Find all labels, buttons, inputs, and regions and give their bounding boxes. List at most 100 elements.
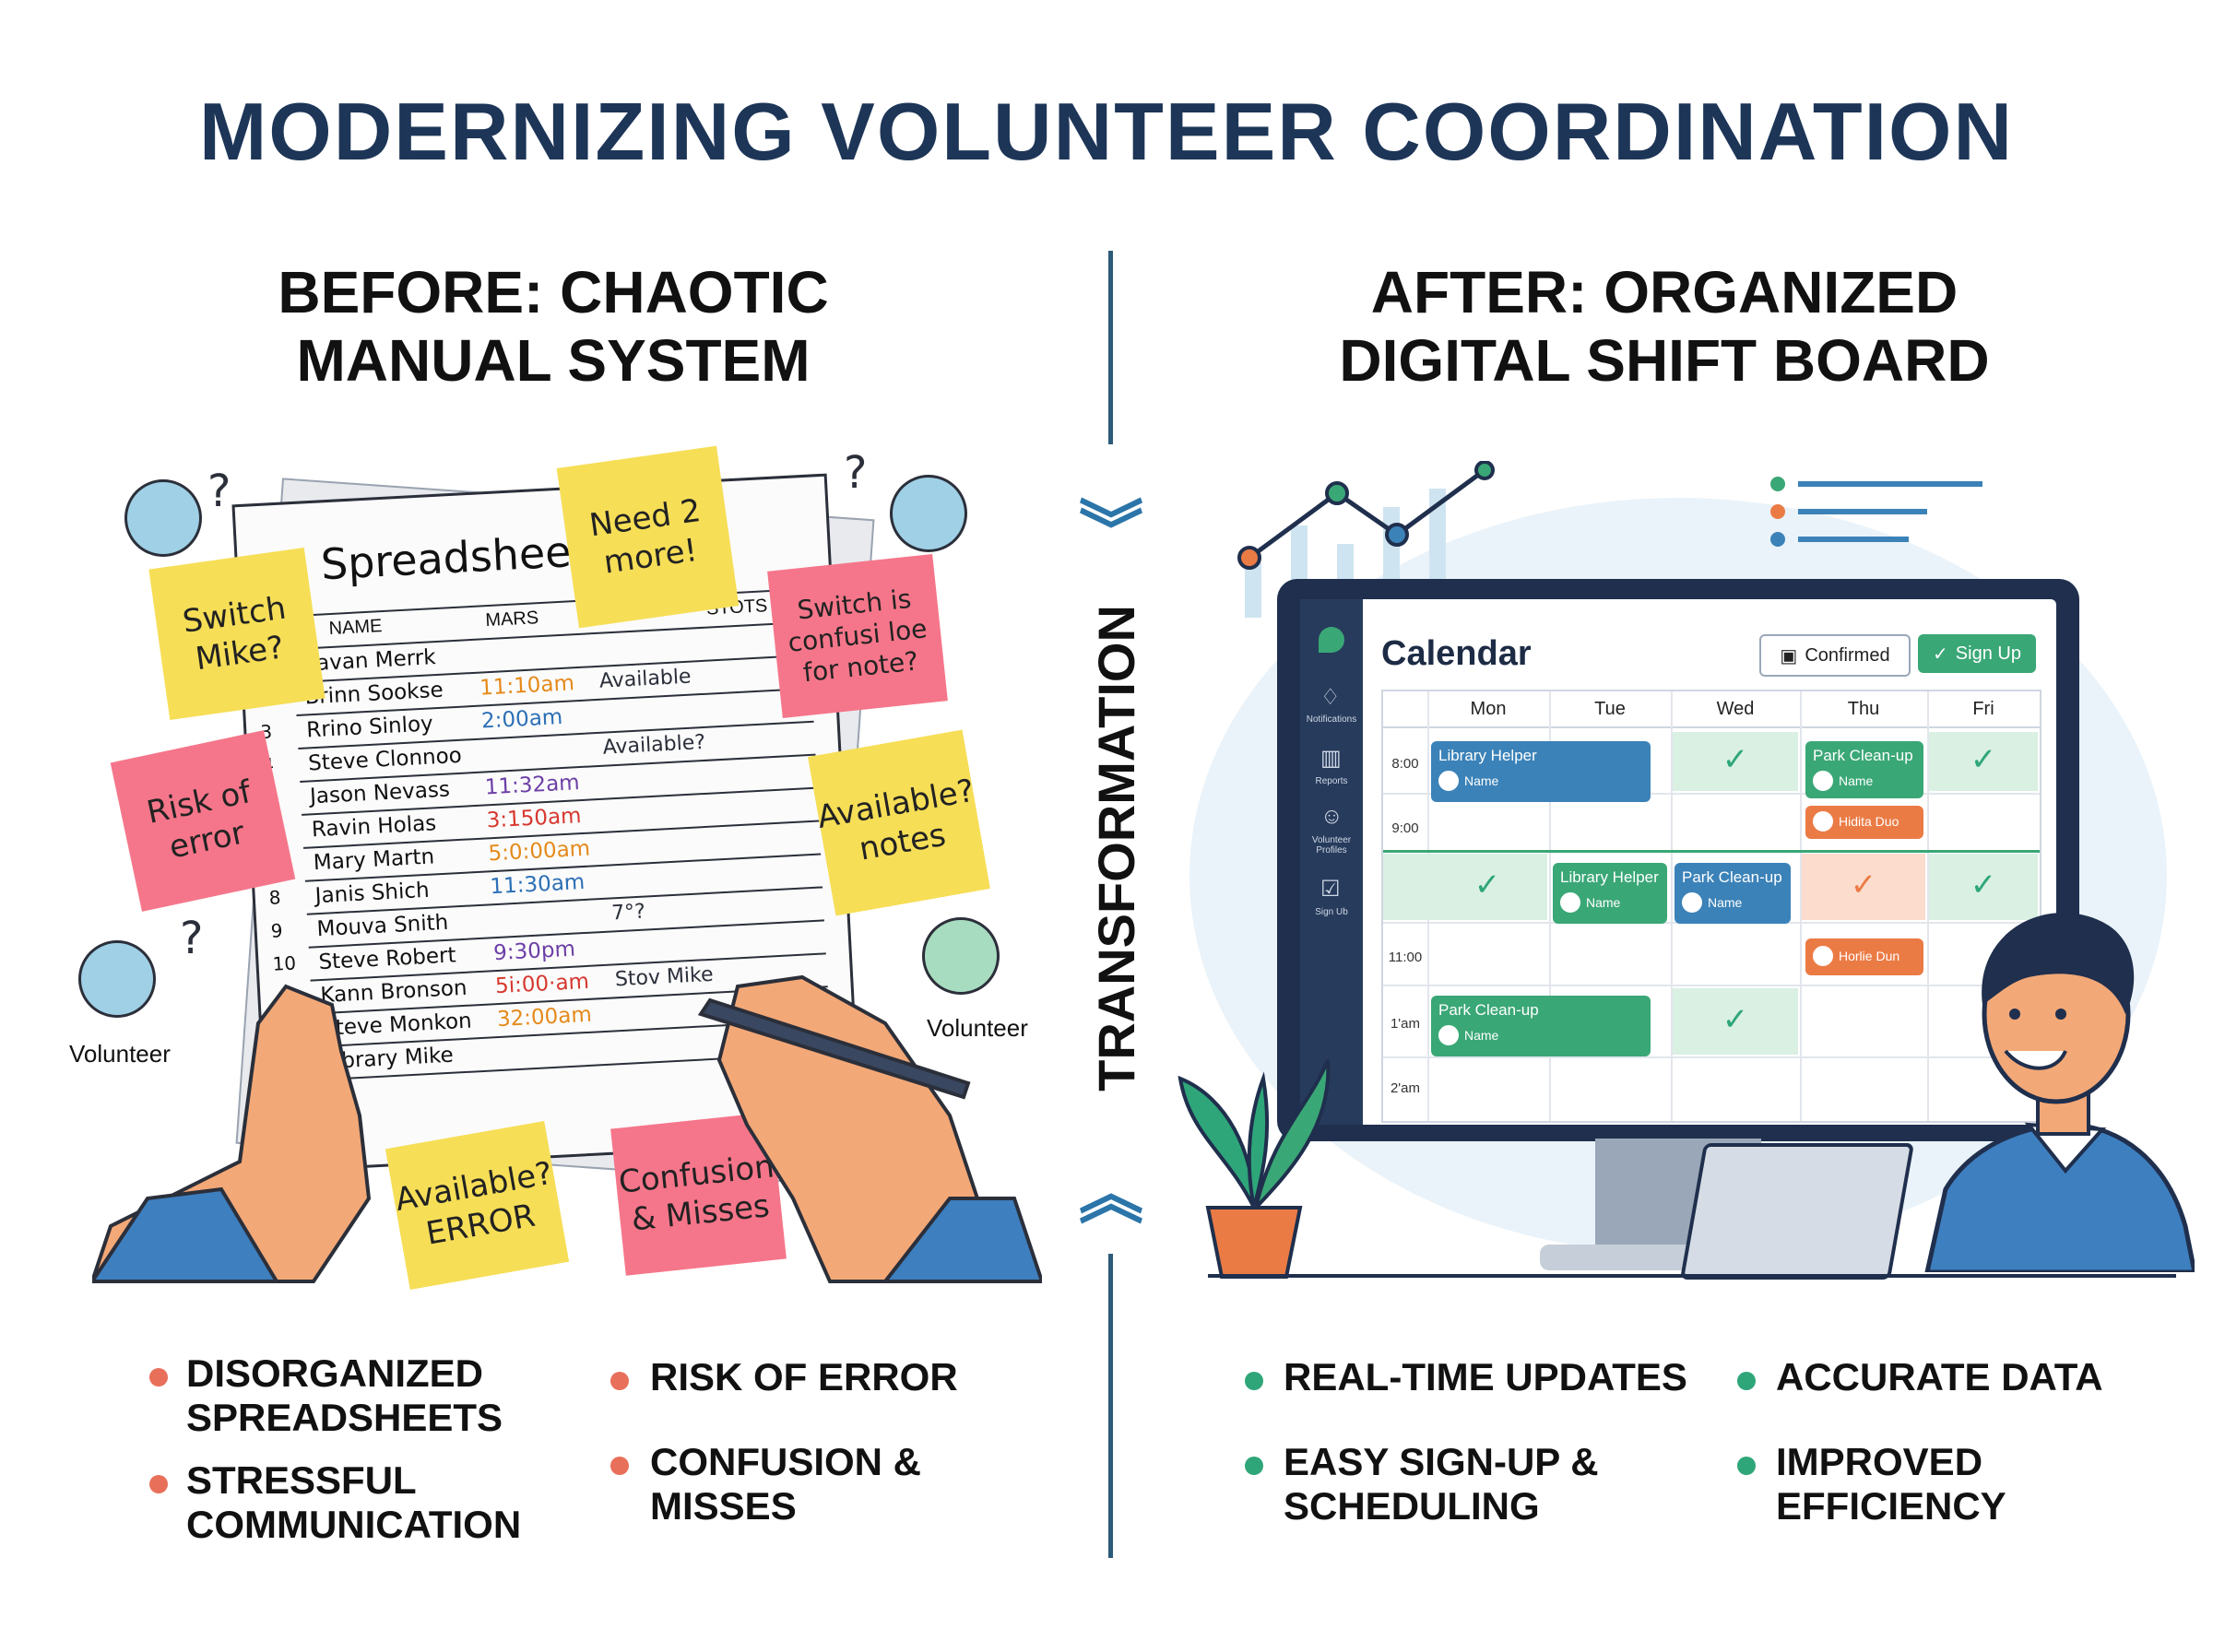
sheet-cell-name: Janis Shich [314, 878, 431, 909]
chevron-down-icon: ︾ [1079, 495, 1143, 567]
happy-user-illustration [1924, 913, 2195, 1272]
day-header-wed: Wed [1671, 691, 1800, 728]
bullet-realtime: REAL-TIME UPDATES [1284, 1355, 1687, 1398]
sheet-column-header: NAME [328, 616, 383, 640]
calendar-grid: Mon Tue Wed Thu Fri 8:00 9:00 11am 11:00… [1381, 690, 2041, 1123]
shift-volunteer: Horlie Dun [1839, 949, 1900, 963]
time-label: 11:00 [1388, 950, 1423, 965]
time-label: 8:00 [1391, 756, 1419, 772]
bullet-dot [149, 1368, 168, 1386]
avatar [1682, 892, 1702, 913]
before-heading: BEFORE: CHAOTIC MANUAL SYSTEM [138, 258, 968, 395]
shift-card[interactable]: Hidita Duo [1805, 806, 1923, 839]
sheet-column-header: MARS [484, 608, 539, 631]
shift-card[interactable]: Horlie Dun [1805, 938, 1923, 975]
pen-icon [697, 997, 971, 1100]
shift-card[interactable]: Park Clean-up Name [1431, 996, 1651, 1056]
day-header-thu: Thu [1800, 691, 1927, 728]
sheet-cell-num: 8 [268, 886, 282, 909]
bullet-easy-signup: EASY SIGN-UP & SCHEDULING [1284, 1440, 1599, 1528]
shift-card[interactable]: Park Clean-up Name [1675, 863, 1791, 924]
confirmed-cell[interactable]: ✓ [1383, 854, 1547, 920]
note-need-more: Need 2 more! [556, 445, 740, 629]
time-label: 2'am [1390, 1080, 1421, 1096]
right-sleeve [881, 1197, 1042, 1283]
app-logo-icon [1319, 627, 1344, 653]
volunteer-avatar-top-right [890, 475, 967, 552]
shift-card[interactable]: Park Clean-up Name [1805, 741, 1923, 798]
confirmed-cell[interactable]: ✓ [1929, 854, 2038, 920]
transformation-text: TRANSFORMATION [1087, 605, 1145, 1092]
bullet-stressful: STRESSFUL COMMUNICATION [186, 1458, 522, 1546]
sheet-cell-name: Mary Martn [313, 844, 435, 876]
sheet-cell-time: 11:10am [479, 671, 575, 701]
sheet-cell-time: 11:30am [489, 869, 586, 900]
bullet-accurate: ACCURATE DATA [1776, 1355, 2103, 1398]
time-label: 9:00 [1391, 820, 1419, 836]
sheet-cell-name: Steve Clonnoo [307, 743, 463, 776]
left-sleeve [92, 1186, 280, 1283]
shift-card[interactable]: Library Helper Name [1431, 741, 1651, 802]
hands-illustration [92, 974, 1042, 1283]
note-available-notes: Available? notes [808, 729, 990, 916]
confirmed-cell[interactable]: ✓ [1673, 988, 1798, 1055]
confirmed-cell[interactable]: ✓ [1673, 732, 1798, 791]
bullet-dot [610, 1457, 629, 1475]
bullet-disorganized: DISORGANIZED SPREADSHEETS [186, 1351, 503, 1439]
signup-button[interactable]: ✓ Sign Up [1918, 634, 2036, 673]
calendar-icon: ▣ [1780, 645, 1798, 667]
sidebar-item-profiles[interactable]: Volunteer Profiles [1311, 835, 1352, 856]
shift-card[interactable]: Library Helper Name [1553, 863, 1667, 924]
corner-cell [1383, 691, 1427, 728]
bullet-dot [610, 1372, 629, 1390]
list-lines-icon [1770, 477, 1982, 547]
shift-volunteer: Name [1464, 773, 1499, 788]
avatar [1813, 811, 1833, 832]
check-icon: ✓ [1850, 867, 1877, 903]
sidebar-item-signup[interactable]: Sign Ub [1315, 907, 1348, 917]
confirmed-label: Confirmed [1805, 644, 1890, 666]
confirmed-button[interactable]: ▣ Confirmed [1759, 634, 1911, 677]
bell-icon[interactable]: ♢ [1320, 685, 1341, 710]
shift-title: Park Clean-up [1438, 1001, 1539, 1019]
user-icon[interactable]: ☺ [1320, 804, 1343, 829]
confirmed-cell[interactable]: ✓ [1929, 732, 2038, 791]
page-title: MODERNIZING VOLUNTEER COORDINATION [198, 86, 2015, 177]
before-heading-line2: MANUAL SYSTEM [296, 327, 811, 394]
signup-check-icon[interactable]: ☑ [1320, 877, 1341, 902]
check-icon: ✓ [1722, 742, 1749, 777]
divider-top [1108, 251, 1113, 444]
sheet-cell-name: Savan Merrk [302, 645, 437, 677]
divider-bottom [1108, 1254, 1113, 1558]
shift-title: Park Clean-up [1682, 868, 1782, 886]
chevron-up-icon: ︽ [1079, 1159, 1143, 1231]
shift-title: Library Helper [1560, 868, 1659, 886]
sidebar-item-notifications[interactable]: Notifications [1306, 714, 1357, 725]
bullet-dot [1245, 1457, 1263, 1475]
check-icon: ✓ [1722, 1002, 1749, 1037]
bullet-risk: RISK OF ERROR [650, 1355, 958, 1398]
ground-line [1208, 1274, 2176, 1278]
avatar [1438, 771, 1459, 791]
day-header-tue: Tue [1549, 691, 1671, 728]
shift-volunteer: Name [1839, 773, 1874, 788]
shift-volunteer: Name [1586, 895, 1621, 910]
after-heading-line2: DIGITAL SHIFT BOARD [1339, 327, 1990, 394]
check-icon: ✓ [1473, 867, 1501, 903]
sheet-cell-time: 2:00am [480, 704, 563, 734]
sheet-cell-name: Ravin Holas [311, 811, 437, 843]
signup-label: Sign Up [1955, 643, 2021, 664]
after-heading: AFTER: ORGANIZED DIGITAL SHIFT BOARD [1226, 258, 2102, 395]
transformation-label: TRANSFORMATION [1087, 605, 1145, 1092]
note-switch-mike: Switch Mike? [148, 547, 325, 721]
check-icon: ✓ [1933, 643, 1948, 665]
sheet-cell-time: 5:0:00am [487, 836, 591, 867]
time-label: 1'am [1390, 1016, 1421, 1032]
sidebar-item-reports[interactable]: Reports [1315, 776, 1348, 786]
note-switch-confusi: Switch is confusi loe for note? [767, 554, 948, 718]
pending-cell[interactable]: ✓ [1802, 854, 1925, 920]
sheet-cell-name: Brinn Sookse [303, 678, 444, 710]
reports-icon[interactable]: ▥ [1320, 746, 1342, 771]
question-icon: ? [207, 466, 231, 517]
volunteer-label-left: Volunteer [69, 1040, 171, 1068]
